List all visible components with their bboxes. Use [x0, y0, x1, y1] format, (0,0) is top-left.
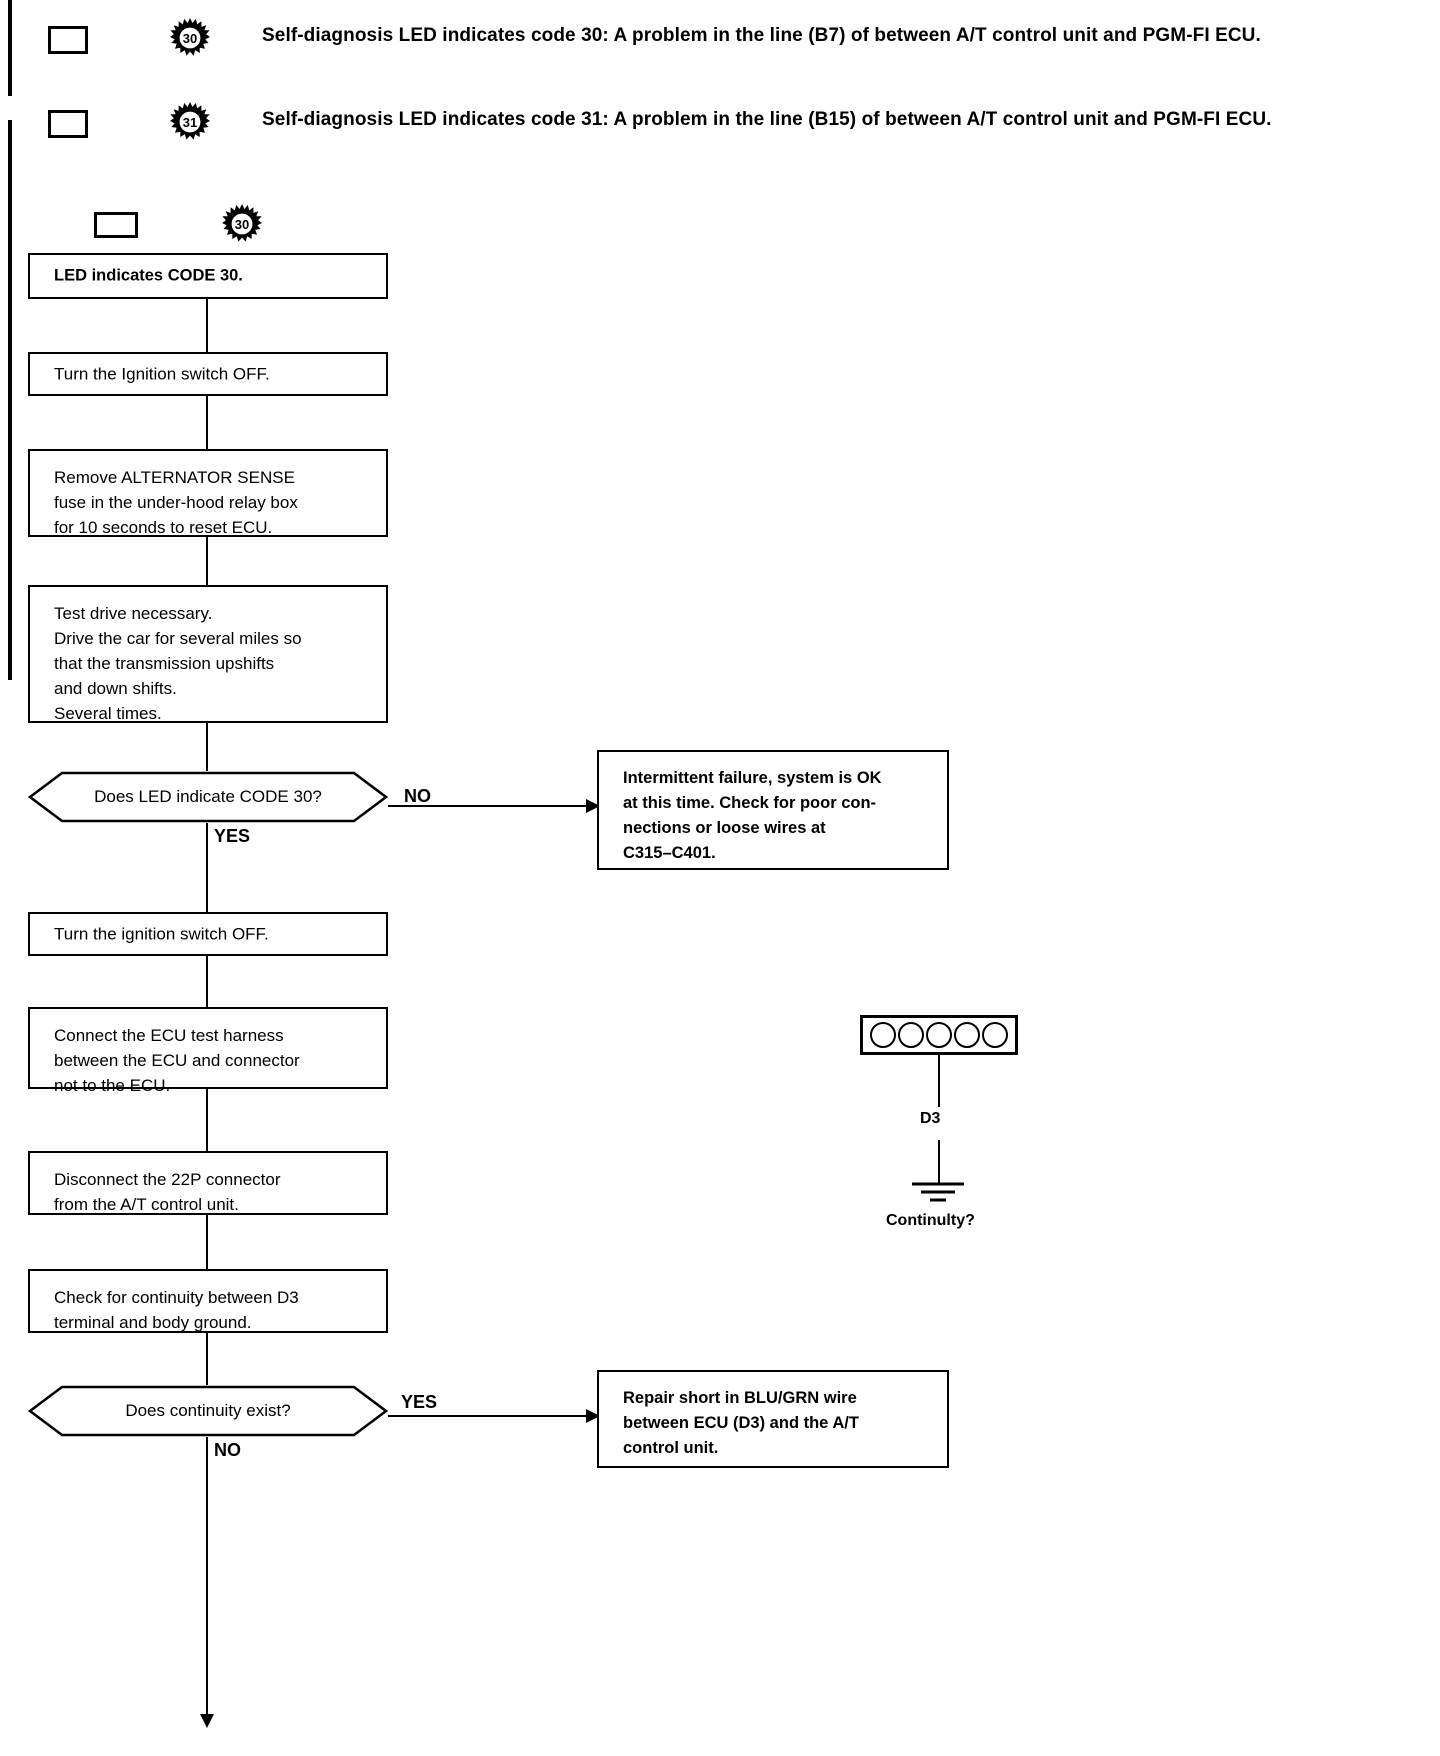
flow-result-intermittent: Intermittent failure, system is OK at th… [597, 750, 949, 870]
burst-badge-icon: 30 [170, 18, 210, 58]
wire-line-d3 [938, 1055, 940, 1107]
checkbox-icon[interactable] [48, 110, 88, 138]
connector-line [206, 537, 208, 585]
connector-pin-2 [898, 1022, 924, 1048]
flow-step-connect-harness: Connect the ECU test harness between the… [28, 1007, 388, 1095]
connector-pin-1 [870, 1022, 896, 1048]
connector-line [388, 805, 588, 807]
arrow-head-icon [586, 799, 600, 813]
arrow-head-icon [586, 1409, 600, 1423]
burst-code-label: 30 [235, 217, 249, 232]
flow-decision-text: Does continuity exist? [125, 1401, 291, 1420]
connector-pin-block [860, 1015, 1018, 1055]
flow-step-led-code: LED indicates CODE 30. [28, 253, 388, 299]
flow-step-ignition-off-1: Turn the Ignition switch OFF. [28, 352, 388, 396]
connector-line [206, 299, 208, 353]
checkbox-icon-flowchart-header[interactable] [94, 212, 138, 238]
flow-decision-text: Does LED indicate CODE 30? [94, 787, 322, 806]
connector-line [206, 1215, 208, 1269]
flow-step-text: LED indicates CODE 30. [54, 266, 243, 285]
burst-badge-icon-flowchart-header: 30 [222, 204, 262, 244]
flow-step-disconnect-22p: Disconnect the 22P connector from the A/… [28, 1151, 388, 1215]
burst-badge-icon: 31 [170, 102, 210, 142]
ground-symbol-icon [906, 1180, 970, 1206]
continuity-caption: Continulty? [886, 1212, 975, 1229]
connector-line [206, 956, 208, 1008]
connector-line [206, 823, 208, 913]
connector-pin-5 [982, 1022, 1008, 1048]
burst-code-label: 31 [183, 115, 197, 130]
flow-step-text: Remove ALTERNATOR SENSE fuse in the unde… [54, 468, 298, 537]
branch-label-yes: YES [401, 1392, 438, 1412]
arrow-head-icon [200, 1714, 214, 1728]
flow-step-text: Check for continuity between D3 terminal… [54, 1288, 299, 1332]
connector-pin-4 [954, 1022, 980, 1048]
margin-rule-bottom [8, 120, 12, 680]
branch-label-no: NO [404, 786, 431, 806]
connector-line [206, 1437, 208, 1717]
flow-step-text: Turn the Ignition switch OFF. [54, 364, 270, 384]
wire-line-ground [938, 1140, 940, 1184]
connector-line [388, 1415, 588, 1417]
branch-label-no: NO [214, 1440, 241, 1460]
flow-decision-led-code-30: Does LED indicate CODE 30? [28, 771, 388, 823]
burst-code-label: 30 [183, 31, 197, 46]
flow-step-text: Test drive necessary. Drive the car for … [54, 604, 302, 723]
connector-line [206, 723, 208, 771]
flow-step-text: Disconnect the 22P connector from the A/… [54, 1170, 281, 1214]
flow-step-test-drive: Test drive necessary. Drive the car for … [28, 585, 388, 723]
flow-result-text: Intermittent failure, system is OK at th… [623, 769, 882, 862]
flow-result-text: Repair short in BLU/GRN wire between ECU… [623, 1389, 859, 1457]
flow-step-check-continuity: Check for continuity between D3 terminal… [28, 1269, 388, 1333]
flow-step-text: Connect the ECU test harness between the… [54, 1026, 300, 1095]
connector-pin-3 [926, 1022, 952, 1048]
connector-line [206, 1333, 208, 1385]
flow-result-repair-short: Repair short in BLU/GRN wire between ECU… [597, 1370, 949, 1468]
branch-label-yes: YES [214, 826, 251, 846]
flow-decision-continuity: Does continuity exist? [28, 1385, 388, 1437]
legend-text-code-30: Self-diagnosis LED indicates code 30: A … [262, 25, 1261, 46]
connector-line [206, 396, 208, 450]
flow-step-ignition-off-2: Turn the ignition switch OFF. [28, 912, 388, 956]
legend-text-code-31: Self-diagnosis LED indicates code 31: A … [262, 109, 1272, 130]
margin-rule-top [8, 0, 12, 96]
flow-step-remove-fuse: Remove ALTERNATOR SENSE fuse in the unde… [28, 449, 388, 537]
flow-step-text: Turn the ignition switch OFF. [54, 924, 269, 944]
checkbox-icon[interactable] [48, 26, 88, 54]
connector-line [206, 1089, 208, 1151]
terminal-label-d3: D3 [920, 1110, 941, 1127]
